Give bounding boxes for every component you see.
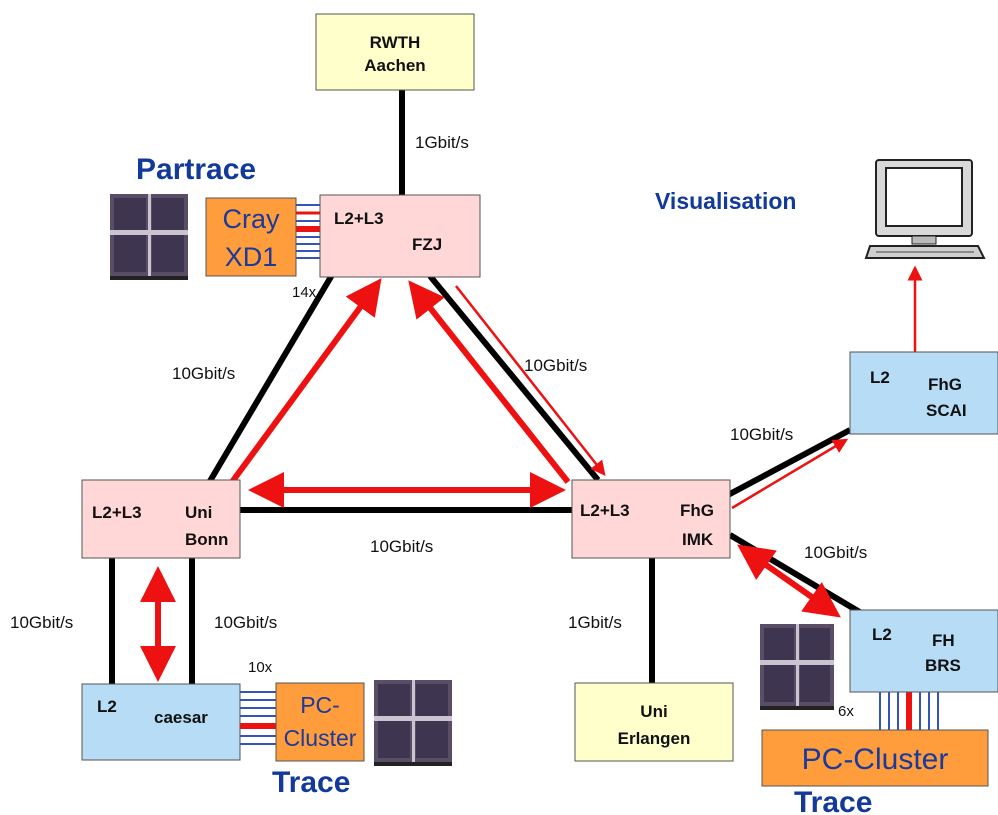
cluster-pc-caesar-line2: Cluster: [284, 725, 357, 751]
cluster-cray-line2: XD1: [225, 242, 278, 272]
node-fzj: L2+L3 FZJ: [319, 194, 481, 278]
cluster-pc-caesar-count: 10x: [248, 659, 273, 676]
node-imk: L2+L3 FhG IMK: [571, 479, 731, 559]
node-imk-right2: IMK: [682, 530, 714, 549]
link-fzj-bonn: [207, 273, 335, 483]
label-trace-left: Trace: [272, 766, 350, 799]
cluster-pc-brs: PC-Cluster: [761, 729, 989, 787]
cluster-cray-line1: Cray: [222, 204, 280, 234]
node-brs-right1: FH: [932, 631, 955, 650]
computer-monitor-icon: [864, 159, 986, 259]
node-imk-right1: FhG: [680, 501, 714, 520]
node-caesar-left: L2: [97, 697, 117, 716]
link-fzj-imk: [427, 274, 601, 482]
server-rack-icon: [760, 624, 834, 710]
link-label-bonn-caesar-right: 10Gbit/s: [214, 613, 277, 632]
node-scai: L2 FhG SCAI: [849, 351, 998, 435]
node-fzj-right: FZJ: [412, 235, 442, 254]
arrow-imk-fzj: [408, 280, 571, 484]
node-erlangen: Uni Erlangen: [574, 682, 734, 762]
cluster-cray: Cray XD1: [205, 197, 297, 277]
node-scai-left: L2: [870, 368, 890, 387]
label-visualisation: Visualisation: [655, 188, 796, 214]
node-rwth: RWTH Aachen: [315, 13, 475, 91]
node-scai-right1: FhG: [928, 375, 962, 394]
node-rwth-line2: Aachen: [364, 56, 425, 75]
node-brs: L2 FH BRS: [849, 609, 998, 693]
label-partrace: Partrace: [136, 153, 256, 186]
arrow-bonn-fzj: [229, 278, 382, 484]
arrow-fzj-imk-thin: [455, 285, 606, 476]
cluster-pc-brs-line1: PC-Cluster: [802, 743, 949, 776]
link-label-bonn-imk: 10Gbit/s: [370, 537, 433, 556]
node-caesar-right: caesar: [154, 708, 208, 727]
node-bonn-left: L2+L3: [92, 503, 142, 522]
node-erlangen-line2: Erlangen: [618, 729, 691, 748]
server-rack-icon: [374, 680, 452, 766]
cray-connector: [296, 204, 320, 259]
node-bonn: L2+L3 Uni Bonn: [81, 479, 241, 559]
red-links: [140, 265, 923, 682]
link-label-rwth-fzj: 1Gbit/s: [415, 133, 469, 152]
link-label-fzj-imk: 10Gbit/s: [524, 356, 587, 375]
link-label-imk-scai: 10Gbit/s: [730, 425, 793, 444]
pc-caesar-connector: [240, 691, 276, 745]
node-brs-left: L2: [872, 625, 892, 644]
node-bonn-right2: Bonn: [185, 530, 228, 549]
label-trace-right: Trace: [794, 786, 872, 815]
link-label-imk-brs: 10Gbit/s: [804, 543, 867, 562]
link-label-imk-erlangen: 1Gbit/s: [568, 613, 622, 632]
node-rwth-line1: RWTH: [370, 33, 421, 52]
cluster-pc-brs-count: 6x: [838, 703, 854, 720]
cluster-pc-caesar: PC- Cluster: [275, 682, 365, 762]
cluster-pc-caesar-line1: PC-: [300, 692, 340, 718]
node-imk-left: L2+L3: [580, 501, 630, 520]
link-label-bonn-caesar-left: 10Gbit/s: [10, 613, 73, 632]
arrow-imk-scai: [731, 438, 849, 510]
server-rack-icon: [110, 194, 188, 280]
node-erlangen-line1: Uni: [640, 702, 667, 721]
link-imk-scai: [726, 427, 852, 498]
pc-brs-connector: [879, 692, 939, 730]
arrow-imk-brs: [737, 544, 841, 618]
node-caesar: L2 caesar: [81, 683, 241, 761]
node-fzj-left: L2+L3: [334, 209, 384, 228]
node-bonn-right1: Uni: [185, 503, 212, 522]
node-scai-right2: SCAI: [926, 401, 967, 420]
link-label-fzj-bonn: 10Gbit/s: [172, 364, 235, 383]
node-brs-right2: BRS: [925, 656, 961, 675]
cluster-cray-count: 14x: [292, 284, 317, 301]
